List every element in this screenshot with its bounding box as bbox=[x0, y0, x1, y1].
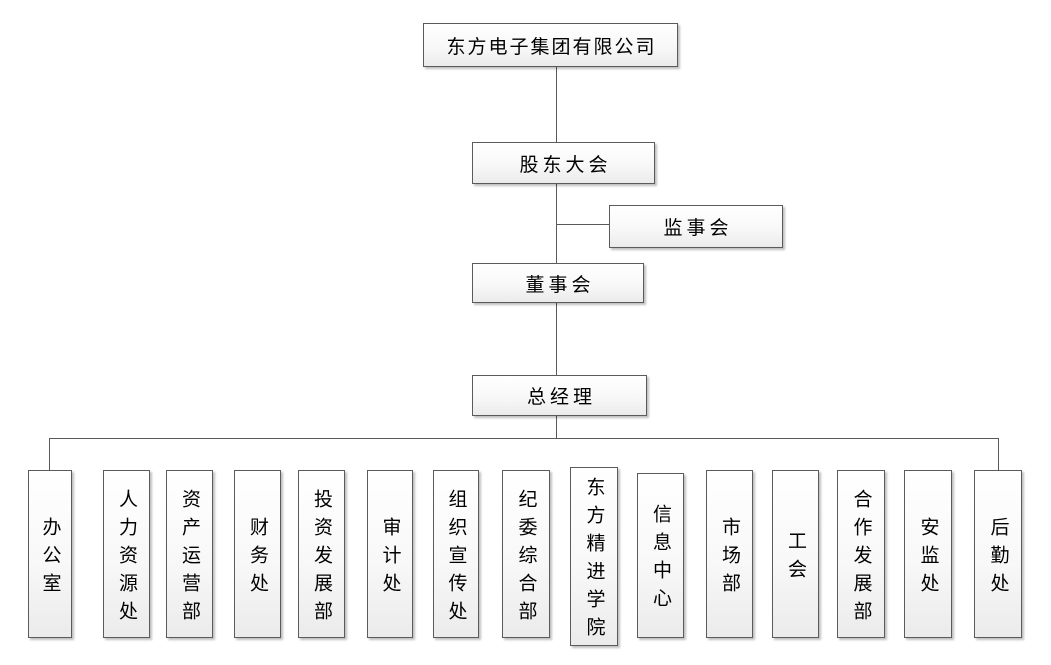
dept-dongfang-academy-label: 东方精进学院 bbox=[583, 477, 605, 645]
dept-audit-label: 审计处 bbox=[379, 516, 401, 601]
connector-bus-line bbox=[49, 438, 999, 439]
dept-organization-publicity-label: 组织宣传处 bbox=[445, 488, 467, 629]
org-node-supervisory-board: 监事会 bbox=[609, 205, 783, 248]
dept-audit: 审计处 bbox=[367, 470, 413, 638]
connector-bus-left-drop bbox=[49, 438, 50, 470]
dept-discipline-inspection-label: 纪委综合部 bbox=[515, 488, 537, 629]
dept-human-resources-label: 人力资源处 bbox=[116, 488, 137, 629]
org-node-general-manager-label: 总经理 bbox=[526, 387, 596, 408]
dept-asset-operations: 资产运营部 bbox=[166, 470, 213, 638]
dept-logistics-label: 后勤处 bbox=[987, 516, 1009, 601]
org-node-board-of-directors-label: 董事会 bbox=[525, 274, 595, 296]
dept-marketing-label: 市场部 bbox=[719, 516, 740, 601]
dept-cooperation-development-label: 合作发展部 bbox=[850, 488, 872, 629]
org-node-company: 东方电子集团有限公司 bbox=[423, 23, 678, 67]
org-node-board-of-directors: 董事会 bbox=[472, 263, 644, 303]
dept-information-center-label: 信息中心 bbox=[650, 504, 671, 616]
dept-office: 办公室 bbox=[28, 470, 72, 638]
org-node-shareholders-meeting-label: 股东大会 bbox=[519, 154, 612, 176]
org-node-company-label: 东方电子集团有限公司 bbox=[446, 36, 657, 58]
dept-human-resources: 人力资源处 bbox=[103, 470, 150, 638]
dept-asset-operations-label: 资产运营部 bbox=[179, 488, 200, 629]
dept-marketing: 市场部 bbox=[706, 470, 753, 638]
dept-investment-development-label: 投资发展部 bbox=[311, 488, 332, 629]
dept-office-label: 办公室 bbox=[39, 516, 61, 601]
dept-logistics: 后勤处 bbox=[974, 470, 1022, 638]
connector-board-to-gm bbox=[556, 303, 557, 375]
dept-labor-union: 工会 bbox=[772, 470, 819, 638]
connector-branch-to-supervisory bbox=[556, 224, 609, 225]
dept-discipline-inspection: 纪委综合部 bbox=[502, 470, 550, 638]
connector-gm-to-bus bbox=[556, 416, 557, 439]
dept-cooperation-development: 合作发展部 bbox=[837, 470, 885, 638]
connector-shareholders-to-board bbox=[556, 184, 557, 263]
connector-bus-right-drop bbox=[998, 438, 999, 470]
org-node-general-manager: 总经理 bbox=[472, 375, 647, 416]
dept-dongfang-academy: 东方精进学院 bbox=[570, 467, 618, 646]
org-node-supervisory-board-label: 监事会 bbox=[663, 218, 733, 239]
dept-information-center: 信息中心 bbox=[637, 473, 684, 638]
dept-safety-supervision-label: 安监处 bbox=[917, 516, 939, 601]
dept-finance-label: 财务处 bbox=[247, 516, 268, 601]
dept-safety-supervision: 安监处 bbox=[904, 470, 952, 638]
dept-finance: 财务处 bbox=[234, 470, 281, 638]
connector-company-to-shareholders bbox=[556, 67, 557, 142]
dept-organization-publicity: 组织宣传处 bbox=[433, 470, 479, 638]
org-node-shareholders-meeting: 股东大会 bbox=[472, 142, 655, 184]
dept-labor-union-label: 工会 bbox=[785, 530, 806, 587]
dept-investment-development: 投资发展部 bbox=[298, 470, 345, 638]
